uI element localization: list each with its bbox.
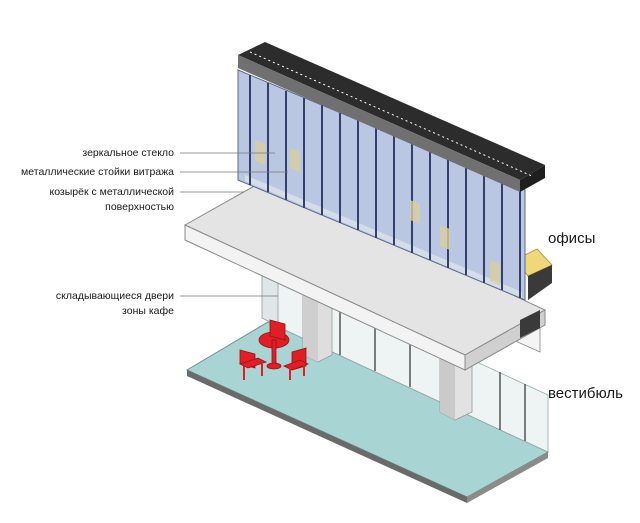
roof-cornice [238,42,545,192]
callout-canopy-line2: поверхностью [105,201,174,213]
zone-label-offices: офисы [548,230,596,247]
cafe-furniture [238,319,309,380]
callout-folding-doors: складывающиеся двери зоны кафе [56,289,174,319]
callout-folding-doors-line1: складывающиеся двери [55,290,174,302]
callout-mirror-glass: зеркальное стекло [82,147,174,159]
callout-metal-mullions: металлические стойки витража [21,166,174,178]
callout-canopy-line1: козырёк с металлической [49,186,175,198]
callout-canopy: козырёк с металлической поверхностью [50,185,175,215]
callout-folding-doors-line2: зоны кафе [122,305,174,317]
zone-label-lobby: вестибюль [548,385,623,402]
leader-lines [180,152,288,297]
